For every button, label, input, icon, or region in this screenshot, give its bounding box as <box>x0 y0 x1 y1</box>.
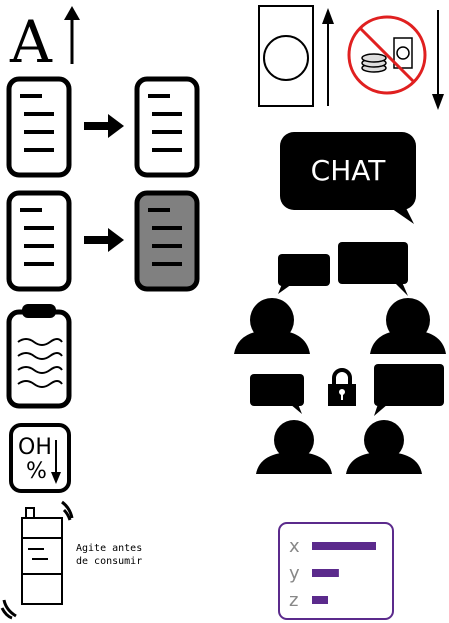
document-to-grey-document-icon <box>6 190 202 292</box>
oh-percent-decrease-icon: OH % <box>8 422 72 494</box>
chat-label: CHAT <box>311 154 387 187</box>
bar-chart-label-x: x <box>289 536 300 557</box>
text-size-letter: A <box>9 8 53 66</box>
no-coins-down-arrow-icon <box>346 8 446 112</box>
text-size-increase-icon: A <box>8 4 80 66</box>
bar-chart-label-z: z <box>289 590 298 611</box>
bar-chart-bar-x <box>312 542 376 550</box>
private-chat-lock-icon <box>248 362 448 476</box>
people-chatting-icon <box>232 240 448 356</box>
device-tall-up-arrow-icon <box>256 4 346 108</box>
clipboard-wavy-lines-icon <box>6 302 74 410</box>
document-to-document-icon <box>6 76 202 178</box>
chat-bubble-icon: CHAT <box>278 130 418 226</box>
bar-chart-label-y: y <box>289 563 300 584</box>
shake-note-line2: de consumir <box>76 556 143 567</box>
oh-label: OH <box>18 435 52 460</box>
shake-note-line1: Agite antes <box>76 543 143 554</box>
shake-bottle-icon <box>0 498 80 622</box>
bar-chart-bar-z <box>312 596 328 604</box>
shake-note-text: Agite antes de consumir <box>76 542 142 568</box>
bar-chart-bar-y <box>312 569 339 577</box>
percent-label: % <box>26 459 47 484</box>
